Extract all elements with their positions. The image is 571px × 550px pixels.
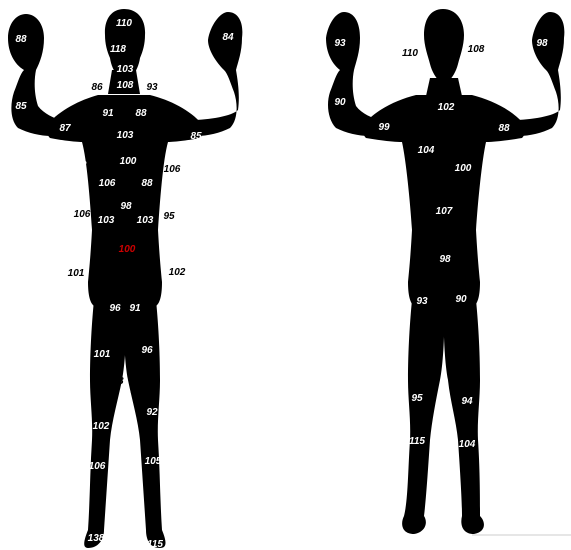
temp-label-back-right-calf: 94 xyxy=(461,396,473,407)
back-neck xyxy=(426,78,462,96)
temp-label-left-groin: 91 xyxy=(129,303,141,314)
temp-label-right-hip-outer: 101 xyxy=(68,268,85,279)
temp-label-right-ankle: 106 xyxy=(89,461,106,472)
temp-label-back-head-right: 108 xyxy=(468,44,485,55)
temp-label-left-forearm: 86 xyxy=(220,99,232,110)
temp-label-sternum: 100 xyxy=(120,156,137,167)
temp-label-left-thigh: 96 xyxy=(141,345,153,356)
temp-label-neck-right: 86 xyxy=(91,82,103,93)
temp-label-right-knee: 98 xyxy=(112,376,124,387)
temp-label-back-left-forearm: 90 xyxy=(334,97,346,108)
temp-label-back-buttocks: 98 xyxy=(439,254,451,265)
temp-label-back-lower-back: 107 xyxy=(436,206,453,217)
temp-label-back-left-calf: 95 xyxy=(411,393,423,404)
temp-label-back-upper-back: 102 xyxy=(438,102,455,113)
temp-label-back-right-back: 100 xyxy=(455,163,472,174)
temp-label-navel: 100 xyxy=(119,244,136,255)
temp-label-right-thigh: 101 xyxy=(94,349,111,360)
front-arm-left xyxy=(8,14,60,136)
temp-label-left-knee: 97 xyxy=(130,386,142,397)
temp-label-back-right-shoulder: 88 xyxy=(498,123,510,134)
back-head xyxy=(424,9,464,82)
temp-label-face: 103 xyxy=(117,64,134,75)
temp-label-right-shin: 102 xyxy=(93,421,110,432)
front-arm-right xyxy=(190,12,242,136)
temp-label-left-hip-outer: 102 xyxy=(169,267,186,278)
temp-label-back-left-back: 104 xyxy=(418,145,435,156)
temp-label-right-forearm: 85 xyxy=(15,101,27,112)
temp-label-back-left-shoulder: 99 xyxy=(378,122,390,133)
temp-label-right-arm-outer: 92 xyxy=(75,160,87,171)
temp-label-back-left-ankle: 115 xyxy=(409,436,425,447)
back-leg-right xyxy=(444,300,484,534)
temp-label-right-chest: 106 xyxy=(99,178,116,189)
temp-label-left-shoulder: 85 xyxy=(190,131,202,142)
front-leg-right xyxy=(124,300,166,548)
temp-label-left-arm-lower: 95 xyxy=(163,211,175,222)
temp-label-forehead: 118 xyxy=(110,44,126,55)
temp-label-mid-abdomen: 98 xyxy=(120,201,132,212)
temp-label-left-clavicle: 88 xyxy=(135,108,147,119)
back-leg-left xyxy=(402,300,444,534)
temp-label-left-chest: 88 xyxy=(141,178,153,189)
temp-label-back-right-thigh: 90 xyxy=(455,294,467,305)
temp-label-back-head-left: 110 xyxy=(402,48,418,59)
temp-label-right-hand: 88 xyxy=(15,34,27,45)
back-figure xyxy=(326,9,564,534)
temp-label-right-foot: 138 xyxy=(88,533,105,544)
temp-label-left-abdomen: 103 xyxy=(137,215,154,226)
back-arm-left xyxy=(326,12,380,136)
temp-label-left-ankle: 105 xyxy=(145,456,162,467)
temp-label-right-abdomen: 103 xyxy=(98,215,115,226)
temp-label-right-shoulder: 87 xyxy=(59,123,71,134)
temp-label-left-arm-outer: 106 xyxy=(164,164,181,175)
back-arm-right xyxy=(512,12,564,136)
temp-label-right-clavicle: 91 xyxy=(102,108,114,119)
temp-label-back-left-thigh: 93 xyxy=(416,296,428,307)
temp-label-left-hand: 84 xyxy=(222,32,234,43)
temp-label-left-foot: 115 xyxy=(147,539,163,550)
temp-label-head-top: 110 xyxy=(116,18,132,29)
temp-label-upper-chest: 103 xyxy=(117,130,134,141)
temp-label-right-arm-lower: 106 xyxy=(74,209,91,220)
temp-label-chin: 108 xyxy=(117,80,134,91)
temp-label-left-shin-upper: 92 xyxy=(146,407,158,418)
temp-label-neck-left: 93 xyxy=(146,82,158,93)
temp-label-back-right-ankle: 104 xyxy=(459,439,476,450)
temp-label-back-right-forearm: 91 xyxy=(536,96,548,107)
temp-label-back-left-hand: 93 xyxy=(334,38,346,49)
temp-label-right-groin: 96 xyxy=(109,303,121,314)
temp-label-back-right-hand: 98 xyxy=(536,38,548,49)
